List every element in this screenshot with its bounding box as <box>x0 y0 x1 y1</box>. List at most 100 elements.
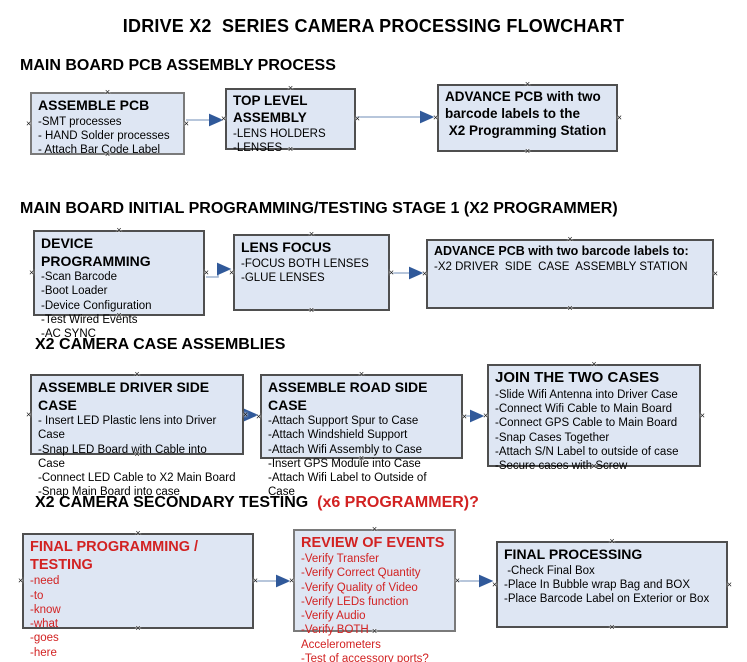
anchor-x-marker: × <box>289 575 295 585</box>
flow-box-top-level-assembly[interactable]: TOP LEVEL ASSEMBLY -LENS HOLDERS-LENSES … <box>221 84 360 155</box>
anchor-x-marker: × <box>229 267 235 277</box>
flow-box-join-the-two-cases[interactable]: JOIN THE TWO CASES -Slide Wifi Antenna i… <box>483 360 705 473</box>
box-item: - HAND Solder processes <box>38 129 170 142</box>
section-header-case-assemblies: X2 CAMERA CASE ASSEMBLIES <box>35 336 286 353</box>
anchor-x-marker: × <box>18 575 24 586</box>
anchor-x-marker: × <box>29 267 35 278</box>
box-item: -what <box>30 618 59 630</box>
box-items: -SMT processes- HAND Solder processes- A… <box>38 115 177 158</box>
anchor-x-marker: × <box>354 113 360 124</box>
box-item: -Place In Bubble wrap Bag and BOX <box>504 578 691 591</box>
box-title: ASSEMBLE ROAD SIDE CASE <box>268 379 432 413</box>
box-item: -Snap LED Board with Cable into Case <box>38 443 210 470</box>
box-item: -Snap Main Board into case <box>38 486 180 499</box>
box-item: -Verify Quality of Video <box>301 581 418 594</box>
box-item: -Verify Audio <box>301 610 366 623</box>
box-item: -here <box>30 646 57 659</box>
connector-arrow-row2-a <box>206 262 232 278</box>
box-item: -Attach Wifi Label to Outside of Case <box>268 472 430 499</box>
box-item: -Verify Transfer <box>301 553 379 566</box>
box-items: -Check Final Box-Place In Bubble wrap Ba… <box>504 564 720 607</box>
anchor-x-marker: × <box>433 112 439 123</box>
anchor-x-marker: × <box>454 575 460 585</box>
box-item: -Attach Wifi Assembly to Case <box>268 443 423 456</box>
anchor-x-marker: × <box>712 268 718 279</box>
anchor-x-marker: × <box>483 410 489 420</box>
anchor-x-marker: × <box>134 369 140 379</box>
box-item: -Boot Loader <box>41 285 108 298</box>
flow-box-assemble-road-side-case[interactable]: ASSEMBLE ROAD SIDE CASE -Attach Support … <box>256 370 467 499</box>
box-item: -Connect LED Cable to X2 Main Board <box>38 472 236 484</box>
box-item: -Secure cases with Screw <box>495 460 628 472</box>
anchor-x-marker: × <box>567 303 573 313</box>
anchor-x-marker: × <box>461 411 467 421</box>
anchor-x-marker: × <box>183 118 189 128</box>
section-header-initial-programming: MAIN BOARD INITIAL PROGRAMMING/TESTING S… <box>20 200 618 217</box>
box-item: -need <box>30 575 60 588</box>
box-item: -Device Configuration <box>41 299 152 312</box>
anchor-x-marker: × <box>135 528 141 538</box>
box-title: ADVANCE PCB with two barcode labels to t… <box>445 89 607 138</box>
box-title: ASSEMBLE DRIVER SIDE CASE <box>38 379 214 413</box>
flow-box-assemble-pcb[interactable]: ASSEMBLE PCB -SMT processes- HAND Solder… <box>26 88 189 159</box>
box-item: -FOCUS BOTH LENSES <box>241 257 369 270</box>
box-items: - Insert LED Plastic lens into Driver Ca… <box>38 414 236 500</box>
anchor-x-marker: × <box>591 359 597 369</box>
box-items: -X2 DRIVER SIDE CASE ASSEMBLY STATION <box>434 260 706 274</box>
flow-box-assemble-driver-side-case[interactable]: ASSEMBLE DRIVER SIDE CASE - Insert LED P… <box>26 370 248 499</box>
anchor-x-marker: × <box>116 225 122 235</box>
flow-box-lens-focus[interactable]: LENS FOCUS -FOCUS BOTH LENSES-GLUE LENSE… <box>229 230 394 315</box>
box-title: DEVICE PROGRAMMING <box>41 235 151 269</box>
box-title: ASSEMBLE PCB <box>38 97 150 113</box>
anchor-x-marker: × <box>252 575 258 586</box>
flow-box-review-of-events[interactable]: REVIEW OF EVENTS -Verify Transfer-Verify… <box>289 525 460 662</box>
box-item: -Snap Cases Together <box>495 431 610 444</box>
anchor-x-marker: × <box>308 229 315 239</box>
box-title: REVIEW OF EVENTS <box>301 535 445 551</box>
anchor-x-marker: × <box>616 112 622 123</box>
box-item: -LENSES <box>233 142 283 154</box>
anchor-x-marker: × <box>242 409 248 419</box>
anchor-x-marker: × <box>203 267 209 278</box>
box-title: FINAL PROCESSING <box>504 546 643 562</box>
section-header-text: X2 CAMERA SECONDARY TESTING <box>35 494 309 511</box>
box-item: -Connect GPS Cable to Main Board <box>495 417 678 430</box>
box-item: -Scan Barcode <box>41 271 118 283</box>
box-item: -know <box>30 603 61 616</box>
flow-box-advance-pcb-to-driver-side-station[interactable]: ADVANCE PCB with two barcode labels to: … <box>422 235 718 313</box>
box-items: -Verify Transfer-Verify Correct Quantity… <box>301 552 448 662</box>
box-items: -Slide Wifi Antenna into Driver Case-Con… <box>495 388 693 474</box>
flow-box-device-programming[interactable]: DEVICE PROGRAMMING -Scan Barcode -Boot Lo… <box>29 226 209 341</box>
box-item: -Verify BOTH Accelerometers <box>301 624 381 651</box>
flow-box-final-processing[interactable]: FINAL PROCESSING -Check Final Box-Place … <box>492 537 732 632</box>
section-header-pcb-assembly: MAIN BOARD PCB ASSEMBLY PROCESS <box>20 57 336 74</box>
box-item: -Check Final Box <box>504 564 595 577</box>
box-title: LENS FOCUS <box>241 239 332 255</box>
flow-box-final-programming-testing[interactable]: FINAL PROGRAMMING / TESTING -need-to-kno… <box>18 529 258 659</box>
anchor-x-marker: × <box>26 118 32 128</box>
page-title: IDRIVE X2 SERIES CAMERA PROCESSING FLOWC… <box>122 16 625 36</box>
box-item: -SMT processes <box>38 115 122 128</box>
box-item: -Verify LEDs function <box>301 595 409 608</box>
box-item: -Attach Windshield Support <box>268 429 408 442</box>
box-item: -GLUE LENSES <box>241 271 325 284</box>
anchor-x-marker: × <box>699 410 705 420</box>
box-item: -X2 DRIVER SIDE CASE ASSEMBLY STATION <box>434 260 688 273</box>
box-item: -LENS HOLDERS <box>233 127 326 140</box>
anchor-x-marker: × <box>567 234 573 244</box>
anchor-x-marker: × <box>256 411 262 421</box>
box-item: -goes <box>30 632 59 645</box>
anchor-x-marker: × <box>221 113 227 124</box>
anchor-x-marker: × <box>524 79 531 89</box>
anchor-x-marker: × <box>388 267 394 277</box>
box-title: JOIN THE TWO CASES <box>495 369 660 386</box>
box-items: -LENS HOLDERS -LENSES <box>233 127 348 156</box>
flow-box-advance-pcb-to-programming-station[interactable]: ADVANCE PCB with two barcode labels to t… <box>433 80 622 156</box>
box-title: TOP LEVEL ASSEMBLY <box>233 93 311 125</box>
box-item: -AC SYNC <box>41 328 96 340</box>
anchor-x-marker: × <box>358 369 365 379</box>
box-item: -Test Wired Events <box>41 313 138 326</box>
box-item: -Attach S/N Label to outside of case <box>495 445 679 458</box>
anchor-x-marker: × <box>26 409 32 419</box>
